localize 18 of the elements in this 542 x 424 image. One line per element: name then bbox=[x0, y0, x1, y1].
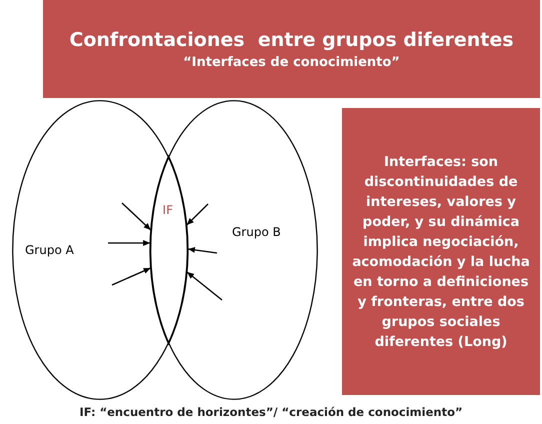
caption-text: IF: “encuentro de horizontes”/ “creación de conocimiento” bbox=[78, 405, 464, 419]
title-text: Confrontaciones entre grupos diferentes bbox=[69, 28, 514, 50]
interface-label: IF bbox=[162, 202, 173, 217]
definition-text: Interfaces: son discontinuidades de intereses, valores y poder, y su dinámica implica negociación, acomodación y la lucha en torno a definiciones y fronteras, entre dos grupos sociales diferentes (Long) bbox=[351, 152, 531, 352]
definition-box bbox=[342, 108, 540, 395]
arrow bbox=[186, 204, 208, 226]
interface-overlap-zone bbox=[150, 156, 188, 344]
arrow bbox=[122, 202, 152, 230]
title-banner bbox=[43, 0, 540, 98]
group-label: Grupo B bbox=[232, 225, 281, 239]
arrow bbox=[108, 240, 150, 246]
arrow bbox=[188, 246, 218, 254]
group-ellipse bbox=[150, 100, 318, 400]
group-ellipse bbox=[12, 100, 188, 400]
arrow bbox=[186, 272, 222, 300]
subtitle-text: “Interfaces de conocimiento” bbox=[183, 54, 400, 70]
arrow bbox=[112, 267, 151, 286]
group-label: Grupo A bbox=[25, 243, 74, 257]
